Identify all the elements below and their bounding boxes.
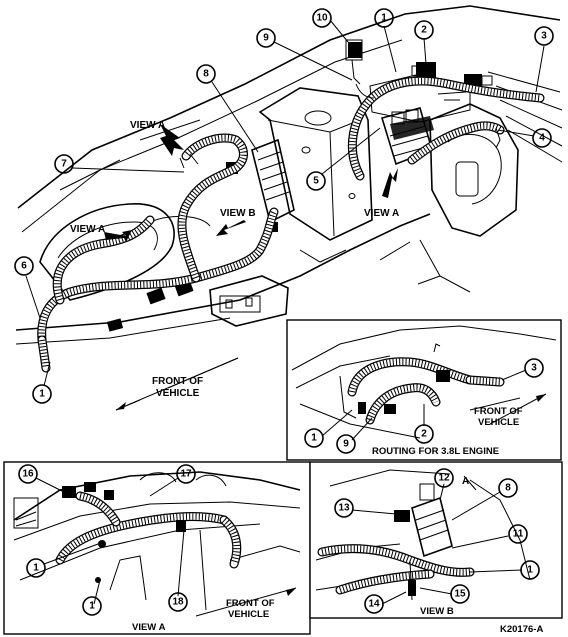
- inset-38l-front-line1: FRONT OF: [474, 406, 523, 417]
- inset-38l-callout-3: 3: [524, 358, 544, 378]
- svg-text:2: 2: [421, 25, 427, 36]
- callout-2-top: 2: [414, 20, 434, 40]
- callout-5: 5: [306, 171, 326, 191]
- svg-text:3: 3: [541, 31, 547, 42]
- callout-4: 4: [532, 128, 552, 148]
- connector-3: [464, 74, 493, 86]
- svg-text:9: 9: [263, 33, 269, 44]
- inset-view-b-callout-8: 8: [498, 478, 518, 498]
- figure-id: K20176-A: [500, 624, 543, 635]
- inset-view-b-caption: VIEW B: [420, 606, 454, 617]
- inset-38l-callout-1: 1: [304, 428, 324, 448]
- view-b-label: VIEW B: [220, 208, 256, 219]
- inset-view-a-front-line1: FRONT OF: [226, 598, 275, 609]
- svg-text:13: 13: [338, 503, 350, 514]
- svg-text:12: 12: [438, 473, 450, 484]
- svg-text:18: 18: [172, 597, 184, 608]
- svg-text:10: 10: [316, 13, 328, 24]
- svg-text:4: 4: [539, 133, 545, 144]
- relay-block-5: [380, 107, 434, 166]
- view-b-letter-a: A: [462, 476, 469, 487]
- svg-text:17: 17: [180, 469, 192, 480]
- inset-view-a-callout-18: 18: [168, 592, 188, 612]
- inset-38l-front-line2: VEHICLE: [478, 417, 519, 428]
- inset-view-a: FRONT OF VEHICLE VIEW A 16 17 1 1 18: [3, 461, 311, 635]
- svg-text:14: 14: [368, 599, 380, 610]
- view-a-label-upper: VIEW A: [130, 120, 165, 131]
- callout-7: 7: [54, 154, 74, 174]
- connector-2: [411, 62, 436, 78]
- callout-6: 6: [14, 256, 34, 276]
- svg-text:1: 1: [33, 563, 39, 574]
- inset-view-a-callout-16: 16: [18, 464, 38, 484]
- callout-1-top: 1: [374, 8, 394, 28]
- inset-view-a-callout-1a: 1: [26, 558, 46, 578]
- svg-text:1: 1: [39, 389, 45, 400]
- svg-text:2: 2: [421, 429, 427, 440]
- inset-38l-callout-2: 2: [414, 424, 434, 444]
- inset-view-a-caption: VIEW A: [132, 622, 166, 633]
- callout-3-top: 3: [534, 26, 554, 46]
- svg-text:15: 15: [454, 589, 466, 600]
- callout-8: 8: [196, 64, 216, 84]
- svg-text:1: 1: [381, 13, 387, 24]
- relay-10: [345, 39, 363, 85]
- svg-text:8: 8: [203, 69, 209, 80]
- inset-38l-callout-9: 9: [336, 434, 356, 454]
- svg-text:1: 1: [311, 433, 317, 444]
- svg-text:1: 1: [89, 601, 95, 612]
- view-a-label-right: VIEW A: [364, 208, 399, 219]
- inset-38l-routing: FRONT OF VEHICLE ROUTING FOR 3.8L ENGINE…: [286, 319, 562, 461]
- svg-text:3: 3: [531, 363, 537, 374]
- front-of-vehicle-line2: VEHICLE: [156, 388, 200, 399]
- callout-10: 10: [312, 8, 332, 28]
- callout-9: 9: [256, 28, 276, 48]
- callout-1-bottom: 1: [32, 384, 52, 404]
- svg-text:1: 1: [527, 565, 533, 576]
- svg-text:6: 6: [21, 261, 27, 272]
- svg-text:8: 8: [505, 483, 511, 494]
- main-view-labels: VIEW A VIEW A VIEW B VIEW A FRONT OF VEH…: [70, 120, 399, 399]
- inset-38l-caption: ROUTING FOR 3.8L ENGINE: [372, 446, 499, 457]
- inset-view-b-callout-11: 11: [508, 524, 528, 544]
- svg-text:9: 9: [343, 439, 349, 450]
- main-wiring-harness: [37, 76, 545, 373]
- main-body-structure: [15, 5, 563, 345]
- inset-view-a-callout-17: 17: [176, 464, 196, 484]
- inset-view-b-callout-15: 15: [450, 584, 470, 604]
- main-view-arrows: [104, 124, 398, 411]
- main-view-callouts: 1 2 3 4 5 6 7 8 9 10 1: [14, 8, 554, 404]
- inset-view-b-callout-14: 14: [364, 594, 384, 614]
- inset-view-b-callout-12: 12: [434, 468, 454, 488]
- svg-text:5: 5: [313, 176, 319, 187]
- svg-text:16: 16: [22, 469, 34, 480]
- front-of-vehicle-line1: FRONT OF: [152, 376, 203, 387]
- svg-text:7: 7: [61, 159, 67, 170]
- inset-view-a-front-line2: VEHICLE: [228, 609, 269, 620]
- view-a-label-left: VIEW A: [70, 224, 105, 235]
- inset-view-b-callout-1: 1: [520, 560, 540, 580]
- svg-text:11: 11: [513, 529, 524, 540]
- module-8: [251, 138, 295, 224]
- inset-view-a-callout-1b: 1: [82, 596, 102, 616]
- inset-view-b-callout-13: 13: [334, 498, 354, 518]
- inset-view-b: A VIEW B 13 12 8 11 1 14 15: [309, 461, 563, 619]
